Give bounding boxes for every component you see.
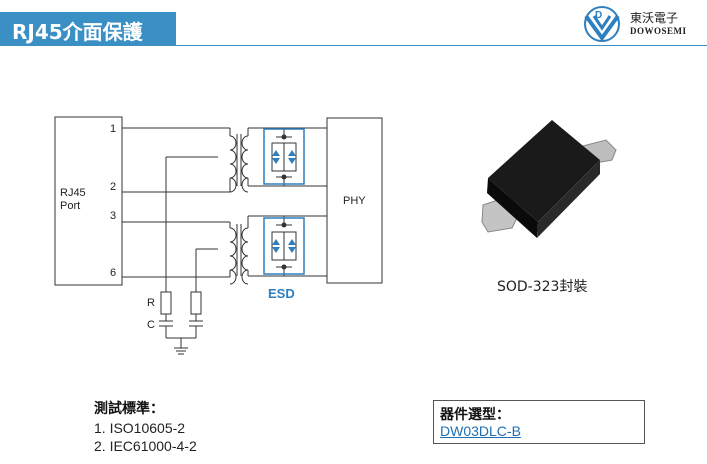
- test-standards: 測試標準： 1. ISO10605-2 2. IEC61000-4-2: [94, 398, 197, 454]
- standard-item: 1. ISO10605-2: [94, 420, 186, 436]
- rj45-label: RJ45: [60, 187, 86, 199]
- sod-323-package-image: [481, 120, 617, 238]
- pin-2-label: 2: [110, 181, 116, 193]
- esd-device-top: [263, 128, 305, 186]
- phy-box: [326, 117, 383, 284]
- part-number-link[interactable]: DW03DLC-B: [440, 423, 521, 439]
- pin-3-label: 3: [110, 210, 116, 222]
- rj45-port-box: [54, 116, 123, 286]
- company-logo: D 東沃電子 DOWOSEMI: [580, 4, 706, 44]
- standard-item: 2. IEC61000-4-2: [94, 438, 197, 454]
- standards-title: 測試標準：: [94, 401, 164, 417]
- pin-1-label: 1: [110, 123, 116, 135]
- svg-text:D: D: [595, 10, 602, 21]
- logo-name-cn: 東沃電子: [630, 11, 679, 25]
- dowosemi-logo-icon: D: [584, 6, 620, 42]
- port-label: Port: [60, 200, 80, 212]
- pin-6-label: 6: [110, 267, 116, 279]
- esd-label: ESD: [268, 286, 295, 301]
- phy-label: PHY: [343, 195, 366, 207]
- title-bar: RJ45介面保護: [0, 12, 176, 46]
- esd-device-bottom: [263, 216, 305, 276]
- capacitor-label: C: [147, 319, 155, 331]
- page-title: RJ45介面保護: [12, 20, 143, 44]
- header-divider: [176, 45, 707, 46]
- logo-name-en: DOWOSEMI: [630, 26, 687, 36]
- selection-title: 器件選型：: [440, 407, 510, 423]
- package-label: SOD-323封裝: [497, 279, 588, 295]
- device-selection-box: 器件選型： DW03DLC-B: [433, 400, 645, 444]
- resistor-label: R: [147, 297, 155, 309]
